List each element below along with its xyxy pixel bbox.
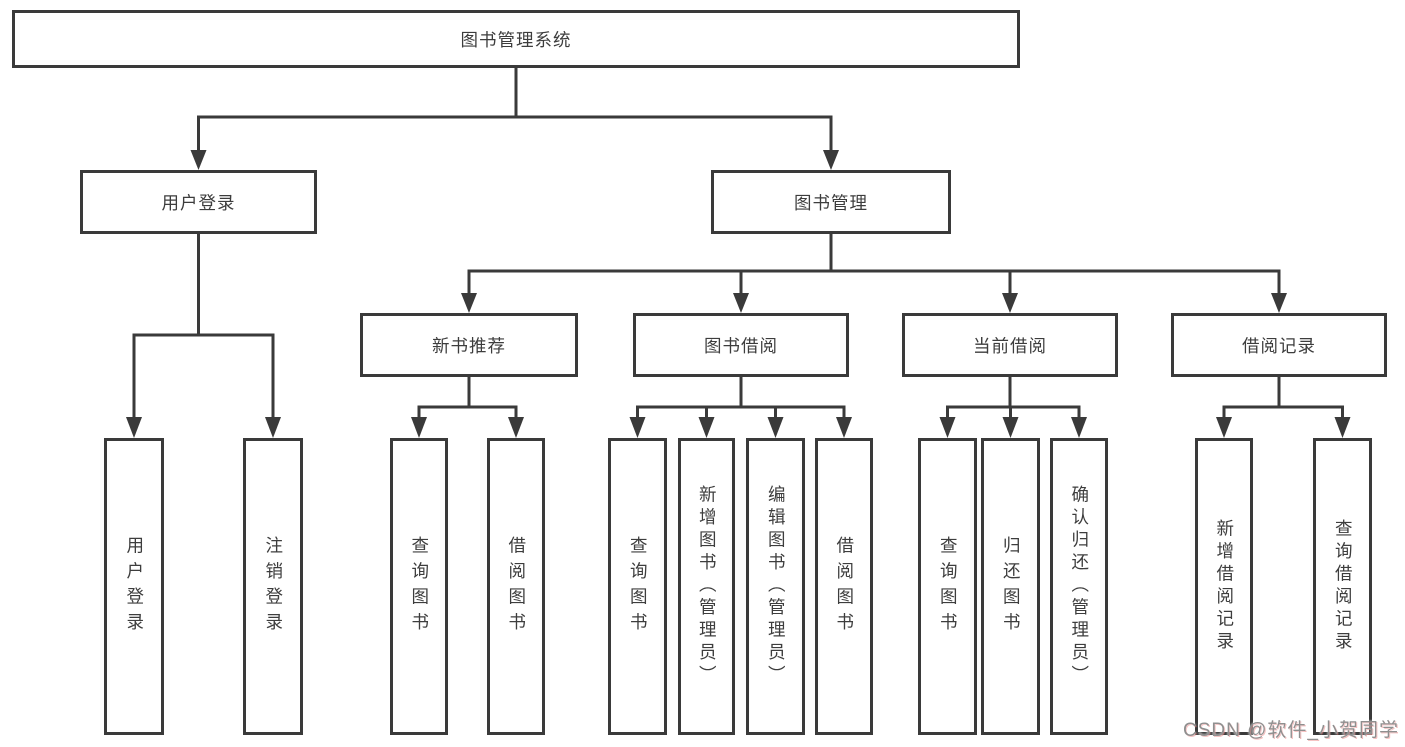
arrowhead-icon <box>698 417 715 438</box>
leaf-current-confirm-return-admin: 确认归还（管理员） <box>1050 438 1108 735</box>
arrowhead-icon <box>836 417 852 438</box>
node-system-root: 图书管理系统 <box>12 10 1020 68</box>
leaf-current-return-books: 归还图书 <box>981 438 1040 735</box>
leaf-logout: 注销登录 <box>243 438 303 735</box>
node-new-book-recommend: 新书推荐 <box>360 313 578 377</box>
node-borrowing-records: 借阅记录 <box>1171 313 1387 377</box>
arrowhead-icon <box>1271 293 1287 313</box>
leaf-borrowing-query-books: 查询图书 <box>608 438 667 735</box>
leaf-borrowing-add-books-admin: 新增图书（管理员） <box>678 438 735 735</box>
leaf-current-query-books: 查询图书 <box>918 438 977 735</box>
arrowhead-icon <box>265 417 281 438</box>
leaf-newbooks-query-books: 查询图书 <box>390 438 448 735</box>
arrowhead-icon <box>939 417 956 438</box>
leaf-borrowing-edit-books-admin: 编辑图书（管理员） <box>746 438 805 735</box>
connector-current-to-leaves <box>939 375 1087 438</box>
leaf-newbooks-borrow-books: 借阅图书 <box>487 438 545 735</box>
node-book-borrowing: 图书借阅 <box>633 313 849 377</box>
node-book-management: 图书管理 <box>711 170 951 234</box>
arrowhead-icon <box>767 417 784 438</box>
leaf-records-query-record: 查询借阅记录 <box>1313 438 1372 735</box>
leaf-records-add-record: 新增借阅记录 <box>1195 438 1253 735</box>
node-user-login: 用户登录 <box>80 170 317 234</box>
arrowhead-icon <box>1002 293 1018 313</box>
connector-book-mgmt-to-level3 <box>461 232 1287 313</box>
arrowhead-icon <box>126 417 142 438</box>
arrowhead-icon <box>823 150 839 170</box>
arrowhead-icon <box>1002 417 1019 438</box>
arrowhead-icon <box>1216 417 1232 438</box>
leaf-borrowing-borrow-books: 借阅图书 <box>815 438 873 735</box>
arrowhead-icon <box>461 293 477 313</box>
connector-root-to-level2 <box>190 66 839 170</box>
watermark: CSDN @软件_小贺同学 <box>1183 720 1399 741</box>
arrowhead-icon <box>1071 417 1087 438</box>
connector-borrowing-to-leaves <box>629 375 852 438</box>
connector-new-books-to-leaves <box>411 375 524 438</box>
arrowhead-icon <box>733 293 749 313</box>
connector-records-to-leaves <box>1216 375 1351 438</box>
arrowhead-icon <box>508 417 524 438</box>
arrowhead-icon <box>411 417 427 438</box>
arrowhead-icon <box>629 417 646 438</box>
arrowhead-icon <box>1334 417 1351 438</box>
node-current-borrowing: 当前借阅 <box>902 313 1118 377</box>
leaf-user-login: 用户登录 <box>104 438 164 735</box>
connector-user-login-to-leaves <box>126 232 281 438</box>
arrowhead-icon <box>190 150 207 170</box>
